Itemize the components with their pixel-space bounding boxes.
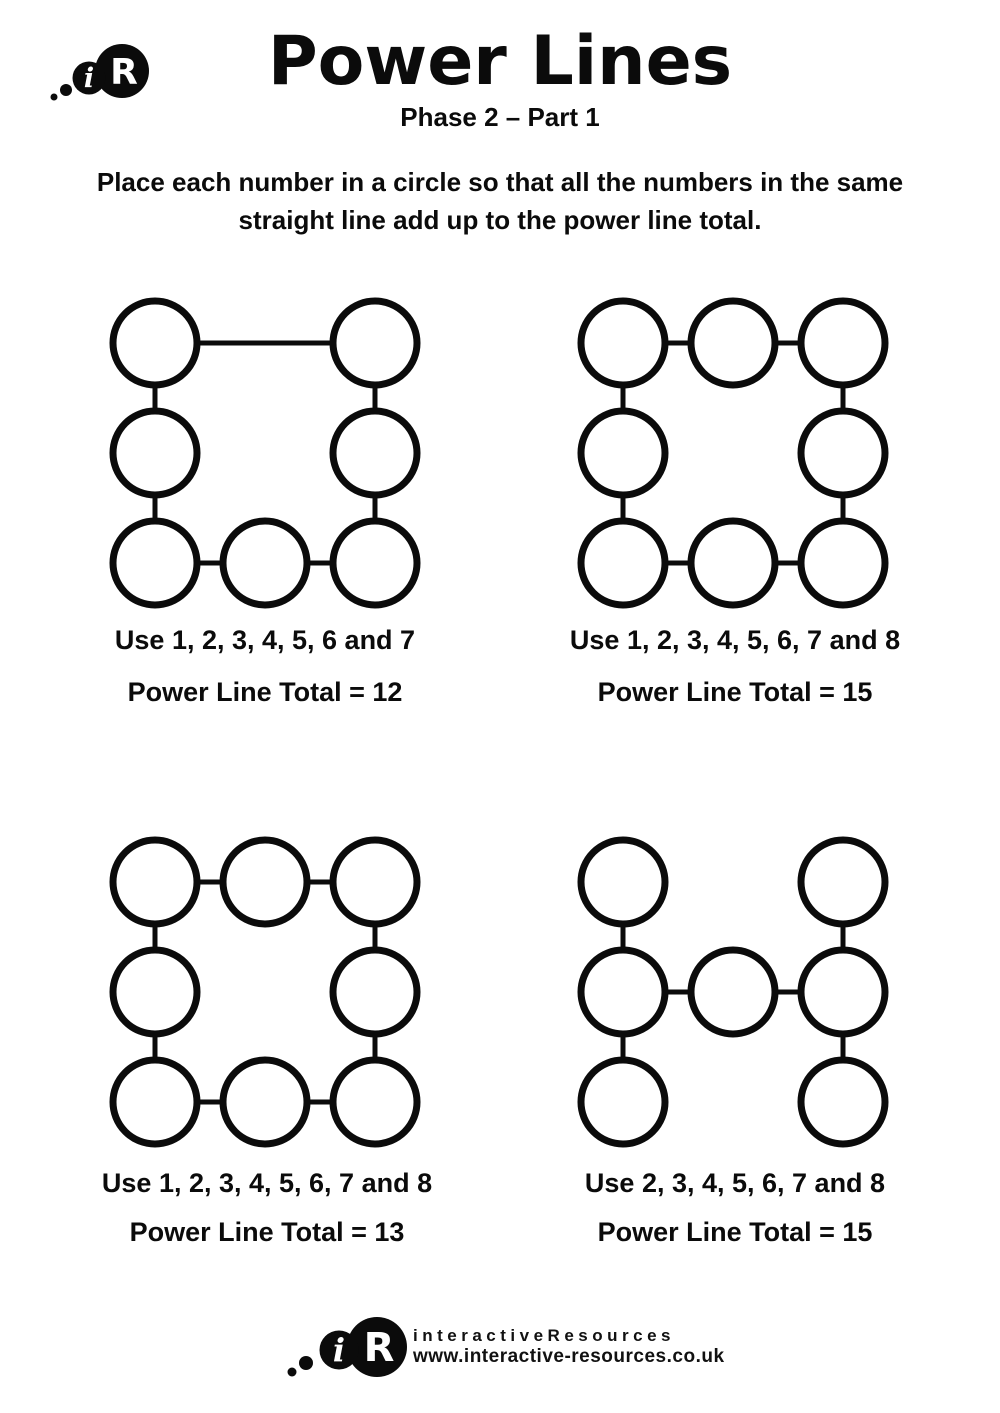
logo-i-circle — [319, 1330, 359, 1370]
number-circle — [109, 1056, 201, 1148]
interactive-resources-logo-icon: i R — [50, 44, 149, 101]
number-circle — [687, 517, 779, 609]
number-circle — [687, 297, 779, 389]
number-circle — [219, 1056, 311, 1148]
puzzle-4-use-label: Use 2, 3, 4, 5, 6, 7 and 8 — [584, 1168, 886, 1198]
footer-logo-r-letter: R — [364, 1325, 395, 1371]
number-circle — [797, 297, 889, 389]
number-circle — [109, 407, 201, 499]
number-circle — [797, 1056, 889, 1148]
puzzle-3-total-label: Power Line Total = 13 — [129, 1217, 405, 1247]
puzzle-diagram-4 — [577, 836, 889, 1148]
puzzle-diagram-3 — [109, 836, 421, 1148]
number-circle — [109, 517, 201, 609]
instructions-line-1: Place each number in a circle so that al… — [96, 167, 904, 197]
puzzle-diagram-2 — [577, 297, 889, 609]
puzzle-1-total-label: Power Line Total = 12 — [127, 677, 403, 707]
logo-dot-small — [287, 1367, 297, 1377]
number-circle — [329, 1056, 421, 1148]
footer-brand-text: interactiveResources — [413, 1326, 675, 1345]
number-circle — [109, 297, 201, 389]
number-circle — [109, 836, 201, 928]
logo-dot-small — [50, 93, 58, 101]
logo-r-letter: R — [110, 52, 138, 93]
number-circle — [687, 946, 779, 1038]
instructions-line-2: straight line add up to the power line t… — [238, 205, 762, 235]
footer-url-text: www.interactive-resources.co.uk — [413, 1346, 725, 1367]
number-circle — [577, 517, 669, 609]
number-circle — [797, 836, 889, 928]
puzzle-4-total-label: Power Line Total = 15 — [597, 1217, 873, 1247]
footer: interactiveResources www.interactive-res… — [413, 1325, 813, 1367]
number-circle — [219, 517, 311, 609]
puzzle-diagram-1 — [109, 297, 421, 609]
number-circle — [577, 407, 669, 499]
logo-dot-medium — [60, 84, 72, 96]
logo-r-circle — [347, 1317, 407, 1377]
puzzle-2-total-label: Power Line Total = 15 — [597, 677, 873, 707]
page-subtitle: Phase 2 – Part 1 — [400, 102, 600, 132]
number-circle — [329, 946, 421, 1038]
page-title: Power Lines — [267, 22, 733, 101]
number-circle — [797, 517, 889, 609]
footer-logo-i-letter: i — [333, 1331, 345, 1369]
number-circle — [797, 946, 889, 1038]
number-circle — [577, 297, 669, 389]
number-circle — [329, 407, 421, 499]
number-circle — [329, 836, 421, 928]
footer-interactive-resources-logo-icon: i R — [287, 1317, 407, 1377]
puzzle-1-use-label: Use 1, 2, 3, 4, 5, 6 and 7 — [114, 625, 416, 655]
logo-dot-medium — [299, 1356, 313, 1370]
logo-i-circle — [72, 61, 106, 95]
number-circle — [329, 297, 421, 389]
number-circle — [577, 836, 669, 928]
number-circle — [329, 517, 421, 609]
logo-i-letter: i — [84, 63, 94, 94]
logo-r-circle — [95, 44, 149, 98]
number-circle — [577, 946, 669, 1038]
number-circle — [577, 1056, 669, 1148]
puzzle-3-use-label: Use 1, 2, 3, 4, 5, 6, 7 and 8 — [101, 1168, 433, 1198]
number-circle — [797, 407, 889, 499]
instructions: Place each number in a circle so that al… — [0, 163, 1000, 239]
number-circle — [109, 946, 201, 1038]
puzzle-2-use-label: Use 1, 2, 3, 4, 5, 6, 7 and 8 — [569, 625, 901, 655]
number-circle — [219, 836, 311, 928]
